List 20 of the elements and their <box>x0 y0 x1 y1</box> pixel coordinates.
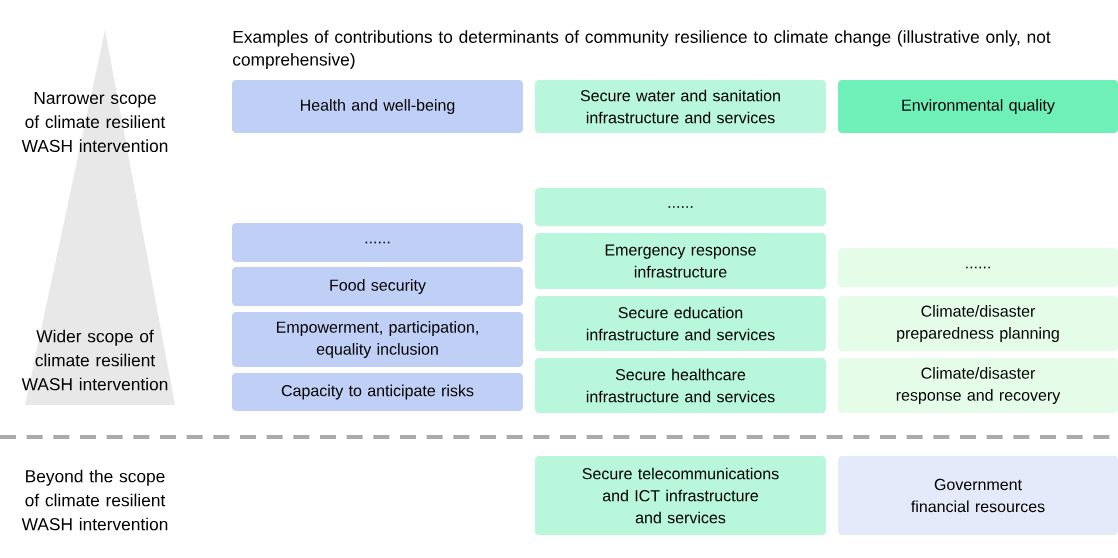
category-box: Secure healthcare infrastructure and services <box>535 358 826 413</box>
category-box: Food security <box>232 267 523 306</box>
category-box: Capacity to anticipate risks <box>232 373 523 411</box>
category-box: Secure education infrastructure and services <box>535 296 826 351</box>
category-box: Health and well-being <box>232 80 523 133</box>
category-box: Secure telecommunications and ICT infrastructure and services <box>535 456 826 535</box>
scope-label: Wider scope of climate resilient WASH intervention <box>21 329 168 391</box>
category-box: Emergency response infrastructure <box>535 233 826 289</box>
scope-label: Narrower scope of climate resilient WASH intervention <box>21 91 168 153</box>
category-box: Government financial resources <box>838 456 1118 535</box>
category-box: ...... <box>232 223 523 262</box>
category-box: Secure water and sanitation infrastructure and services <box>535 80 826 133</box>
category-box: Environmental quality <box>838 80 1118 133</box>
heading: Examples of contributions to determinants of community resilience to climate change (illustrative only, not comprehensive) <box>233 30 1051 70</box>
category-box: Climate/disaster response and recovery <box>838 358 1118 413</box>
category-box: Empowerment, participation, equality inclusion <box>232 312 523 367</box>
category-box: ...... <box>535 188 826 226</box>
scope-label: Beyond the scope of climate resilient WASH intervention <box>21 469 168 531</box>
category-box: Climate/disaster preparedness planning <box>838 296 1118 351</box>
category-box: ...... <box>838 248 1118 287</box>
